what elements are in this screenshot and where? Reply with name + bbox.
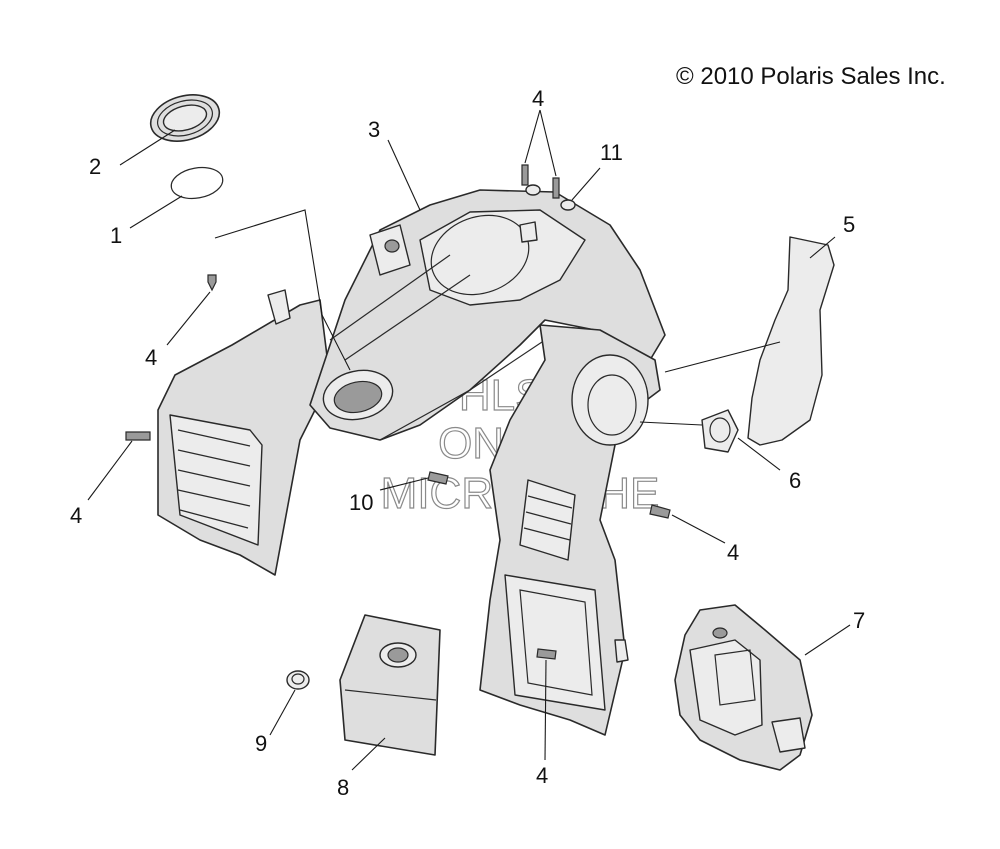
callout-5: 5 bbox=[843, 212, 855, 237]
clip-nut bbox=[701, 409, 739, 453]
callout-10: 10 bbox=[349, 490, 373, 515]
callout-11: 11 bbox=[600, 140, 623, 165]
front-cab-body bbox=[157, 189, 666, 736]
callout-4-left-upper: 4 bbox=[145, 345, 157, 370]
callout-4-left-lower: 4 bbox=[70, 503, 82, 528]
gas-cap-ring bbox=[149, 94, 221, 142]
callout-4-top: 4 bbox=[532, 86, 544, 111]
o-ring bbox=[170, 166, 224, 200]
decal bbox=[747, 236, 835, 446]
callout-4-right: 4 bbox=[727, 540, 739, 565]
callout-3: 3 bbox=[368, 117, 380, 142]
copyright-notice: © 2010 Polaris Sales Inc. bbox=[676, 63, 946, 90]
callout-2: 2 bbox=[89, 154, 101, 179]
callout-6: 6 bbox=[789, 468, 801, 493]
leader-lines bbox=[87, 109, 851, 771]
storage-box bbox=[674, 604, 813, 771]
callout-9: 9 bbox=[255, 731, 267, 756]
fasteners bbox=[125, 164, 671, 660]
callout-8: 8 bbox=[337, 775, 349, 800]
callout-labels: 1 2 3 4 4 4 4 4 5 6 7 8 9 10 11 bbox=[70, 86, 865, 800]
callout-1: 1 bbox=[110, 223, 122, 248]
callout-4-bottom: 4 bbox=[536, 763, 548, 788]
plug bbox=[286, 670, 310, 690]
cover-plate bbox=[339, 614, 441, 756]
callout-7: 7 bbox=[853, 608, 865, 633]
